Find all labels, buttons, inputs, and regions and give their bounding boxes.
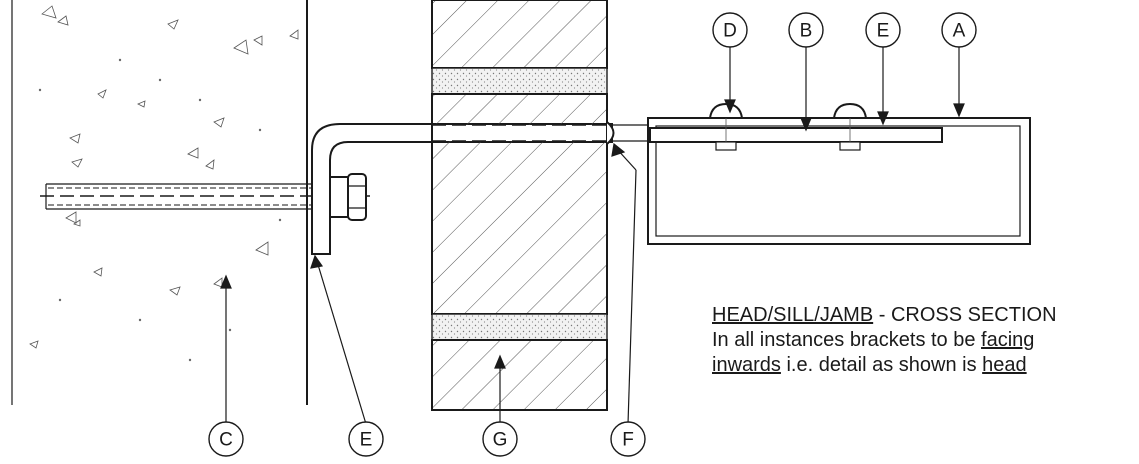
svg-text:E: E	[877, 21, 890, 42]
notes-line-3: inwards i.e. detail as shown is head	[712, 353, 1132, 378]
svg-text:G: G	[493, 430, 508, 451]
frame-section	[431, 0, 608, 411]
notes-line-3-end: head	[982, 354, 1027, 376]
notes-line-3-text: i.e. detail as shown is	[780, 354, 983, 376]
callout-a: A	[941, 12, 977, 48]
callout-c: C	[208, 421, 244, 457]
anchor-bolt	[40, 183, 370, 210]
callout-e-bottom: E	[348, 421, 384, 457]
callout-g: G	[482, 421, 518, 457]
notes-line-3-emphasis: inwards	[712, 354, 781, 376]
svg-text:D: D	[723, 21, 737, 42]
notes-heading-suffix: - CROSS SECTION	[873, 304, 1057, 326]
notes-line-2: In all instances brackets to be facing	[712, 328, 1132, 353]
callout-d: D	[712, 12, 748, 48]
section-notes: HEAD/SILL/JAMB - CROSS SECTION In all in…	[712, 303, 1132, 378]
svg-text:A: A	[953, 21, 966, 42]
channel-section	[647, 117, 1031, 245]
svg-text:F: F	[622, 430, 634, 451]
notes-heading-title: HEAD/SILL/JAMB	[712, 304, 874, 326]
notes-line-2-emphasis: facing	[981, 329, 1035, 351]
weld	[606, 121, 615, 145]
leader-lines	[220, 46, 965, 425]
svg-text:B: B	[800, 21, 813, 42]
notes-line-2-text: In all instances brackets to be	[712, 329, 982, 351]
anchor-nut	[329, 173, 367, 221]
concrete-aggregate	[29, 5, 299, 362]
svg-text:E: E	[360, 430, 373, 451]
callout-f: F	[610, 421, 646, 457]
plate-bolts	[708, 102, 868, 151]
callout-b: B	[788, 12, 824, 48]
notes-heading: HEAD/SILL/JAMB - CROSS SECTION	[712, 303, 1132, 328]
callout-e-top: E	[865, 12, 901, 48]
svg-text:C: C	[219, 430, 233, 451]
